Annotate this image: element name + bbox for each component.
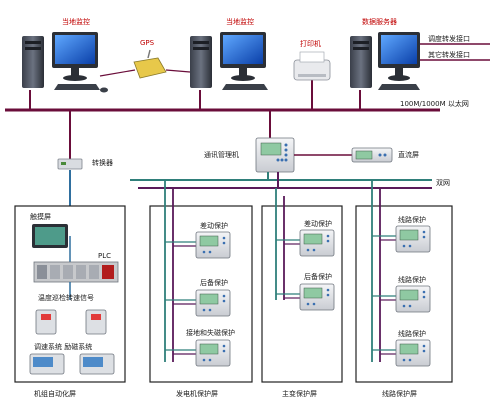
ethernet-label: 100M/1000M 以太网 — [400, 100, 469, 108]
touchscreen-device — [32, 224, 68, 248]
printer — [293, 51, 331, 81]
gen-diff-label: 差动保护 — [200, 222, 228, 230]
other-forward-label: 其它转发接口 — [428, 51, 470, 59]
gen-ground-label: 接地和失磁保护 — [186, 329, 235, 337]
gps-label: GPS — [140, 39, 155, 47]
main-panel-title: 主变保护屏 — [282, 390, 317, 398]
touchscreen-label: 触摸屏 — [30, 213, 51, 221]
converter-device — [57, 158, 83, 170]
generator-protection-panel — [149, 205, 253, 383]
main-diff-label: 差动保护 — [304, 220, 332, 228]
gps-receiver — [99, 49, 191, 79]
data-server-pc — [350, 32, 420, 90]
comm-manager-device — [255, 137, 295, 173]
temp-patrol-label: 温度巡检转速信号 — [38, 294, 94, 302]
line-prot-label-3: 线路保护 — [398, 330, 426, 338]
main-backup-label: 后备保护 — [304, 273, 332, 281]
local-monitor-label-2: 当地监控 — [226, 18, 254, 26]
dual-net-label: 双网 — [436, 179, 450, 187]
gen-diff-relay — [195, 231, 231, 259]
temp-patrol-devices — [35, 309, 107, 335]
plc-device — [33, 261, 119, 283]
speed-excite-label: 调速系统 励磁系统 — [34, 343, 93, 351]
gen-backup-relay — [195, 289, 231, 317]
main-backup-relay — [299, 283, 335, 311]
local-monitor-label-1: 当地监控 — [62, 18, 90, 26]
line-relay-3 — [395, 339, 431, 367]
unit-automation-panel — [14, 205, 126, 383]
line-protection-panel — [355, 205, 453, 383]
dispatch-forward-label: 调度转发接口 — [428, 35, 470, 43]
speed-excitation-devices — [29, 353, 115, 375]
line-panel-title: 线路保护屏 — [382, 390, 417, 398]
line-prot-label-1: 线路保护 — [398, 216, 426, 224]
line-prot-label-2: 线路保护 — [398, 276, 426, 284]
converter-label: 转换器 — [92, 159, 113, 167]
main-transformer-protection-panel — [261, 205, 343, 383]
printer-label: 打印机 — [300, 40, 321, 48]
plc-label: PLC — [98, 252, 112, 260]
dc-screen-label: 直流屏 — [398, 151, 419, 159]
local-monitor-pc-2 — [190, 32, 268, 90]
data-server-label: 数据服务器 — [362, 18, 397, 26]
gen-panel-title: 发电机保护屏 — [176, 390, 218, 398]
dc-screen-device — [351, 147, 393, 163]
gen-ground-relay — [195, 339, 231, 367]
local-monitor-pc-1 — [22, 32, 108, 93]
line-relay-2 — [395, 285, 431, 313]
line-relay-1 — [395, 225, 431, 253]
main-diff-relay — [299, 229, 335, 257]
comm-manager-label: 通讯管理机 — [204, 151, 239, 159]
gen-backup-label: 后备保护 — [200, 279, 228, 287]
unit-panel-title: 机组自动化屏 — [34, 390, 76, 398]
